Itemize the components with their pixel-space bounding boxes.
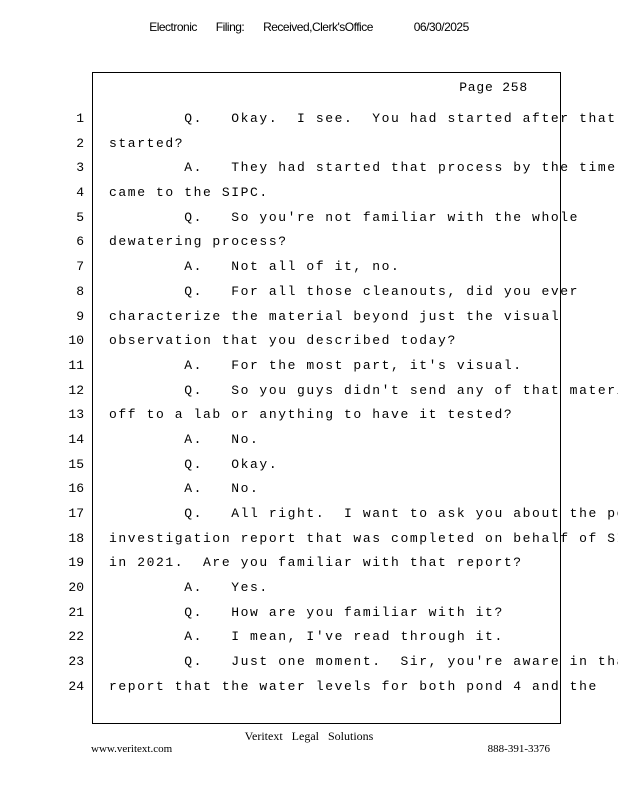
line-text: A. Yes. [109,580,269,596]
transcript-line: 20 A. Yes. [0,576,618,601]
line-text: report that the water levels for both po… [109,678,598,694]
footer-company: Veritext Legal Solutions [244,729,374,743]
line-number: 11 [68,357,84,373]
transcript-frame [92,72,561,724]
line-number: 10 [68,333,84,349]
transcript-line: 18 investigation report that was complete… [0,527,618,552]
line-text: in 2021. Are you familiar with that repo… [109,555,523,571]
line-number: 14 [68,431,84,447]
page-number: Page 258 [459,80,528,95]
line-number: 22 [68,629,84,645]
line-text: dewatering process? [109,234,288,250]
transcript-line: 15 Q. Okay. [0,453,618,478]
line-text: Q. How are you familiar with it? [109,604,504,620]
transcript-line: 10 observation that you described today? [0,329,618,354]
line-number: 16 [68,481,84,497]
footer-phone: 888-391-3376 [487,743,550,755]
line-number: 7 [76,259,84,275]
transcript-line: 8 Q. For all those cleanouts, did you ev… [0,280,618,305]
transcript-lines: 1 Q. Okay. I see. You had started after … [0,107,618,700]
line-number: 21 [68,604,84,620]
line-number: 15 [68,456,84,472]
transcript-line: 17 Q. All right. I want to ask you about… [0,502,618,527]
header-label: Filing: [215,20,245,34]
footer-website: www.veritext.com [91,743,173,755]
line-text: A. No. [109,431,260,447]
line-number: 24 [68,678,84,694]
line-text: Q. All right. I want to ask you about th… [109,506,618,521]
line-text: A. I mean, I've read through it. [109,629,504,645]
transcript-line: 12 Q. So you guys didn't send any of tha… [0,379,618,404]
transcript-line: 23 Q. Just one moment. Sir, you're aware… [0,650,618,675]
line-text: Q. Okay. I see. You had started after th… [109,111,617,126]
line-number: 3 [76,160,84,176]
line-number: 12 [68,382,84,398]
transcript-line: 3 A. They had started that process by th… [0,156,618,181]
transcript-line: 13 off to a lab or anything to have it te… [0,403,618,428]
line-number: 13 [68,407,84,423]
line-number: 5 [76,209,84,225]
line-text: Q. For all those cleanouts, did you ever [109,283,580,299]
transcript-line: 21 Q. How are you familiar with it? [0,601,618,626]
line-text: characterize the material beyond just th… [109,308,561,324]
transcript-line: 14 A. No. [0,428,618,453]
header-label: Electronic [149,20,197,34]
line-number: 9 [76,308,84,324]
transcript-line: 4 came to the SIPC. [0,181,618,206]
line-number: 1 [76,111,84,126]
transcript-line: 9 characterize the material beyond just t… [0,305,618,330]
line-text: A. They had started that process by the … [109,160,618,176]
line-text: observation that you described today? [109,333,457,349]
line-number: 18 [68,530,84,546]
line-text: A. Not all of it, no. [109,259,401,275]
filing-header: Electronic Filing: Received,Clerk'sOffic… [0,20,618,34]
transcript-line: 24 report that the water levels for both … [0,675,618,700]
header-label: Received,Clerk'sOffice [263,20,373,34]
line-text: Q. Just one moment. Sir, you're aware in… [109,654,618,670]
header-date: 06/30/2025 [413,20,470,34]
transcript-line: 16 A. No. [0,477,618,502]
line-number: 4 [76,185,84,201]
line-number: 6 [76,234,84,250]
transcript-line: 1 Q. Okay. I see. You had started after … [0,107,618,132]
line-text: investigation report that was completed … [109,530,618,546]
line-text: came to the SIPC. [109,185,269,201]
transcript-line: 5 Q. So you're not familiar with the who… [0,206,618,231]
line-number: 8 [76,283,84,299]
transcript-line: 22 A. I mean, I've read through it. [0,625,618,650]
line-number: 23 [68,654,84,670]
line-text: started? [109,135,185,151]
line-text: A. For the most part, it's visual. [109,357,523,373]
transcript-line: 7 A. Not all of it, no. [0,255,618,280]
line-text: A. No. [109,481,260,497]
line-text: off to a lab or anything to have it test… [109,407,514,423]
line-text: Q. So you're not familiar with the whole [109,209,580,225]
line-number: 20 [68,580,84,596]
line-number: 19 [68,555,84,571]
transcript-line: 19 in 2021. Are you familiar with that re… [0,551,618,576]
transcript-line: 2 started? [0,132,618,157]
transcript-line: 6 dewatering process? [0,230,618,255]
line-text: Q. Okay. [109,456,279,472]
line-text: Q. So you guys didn't send any of that m… [109,382,618,398]
transcript-line: 11 A. For the most part, it's visual. [0,354,618,379]
line-number: 2 [76,135,84,151]
line-number: 17 [68,506,84,521]
